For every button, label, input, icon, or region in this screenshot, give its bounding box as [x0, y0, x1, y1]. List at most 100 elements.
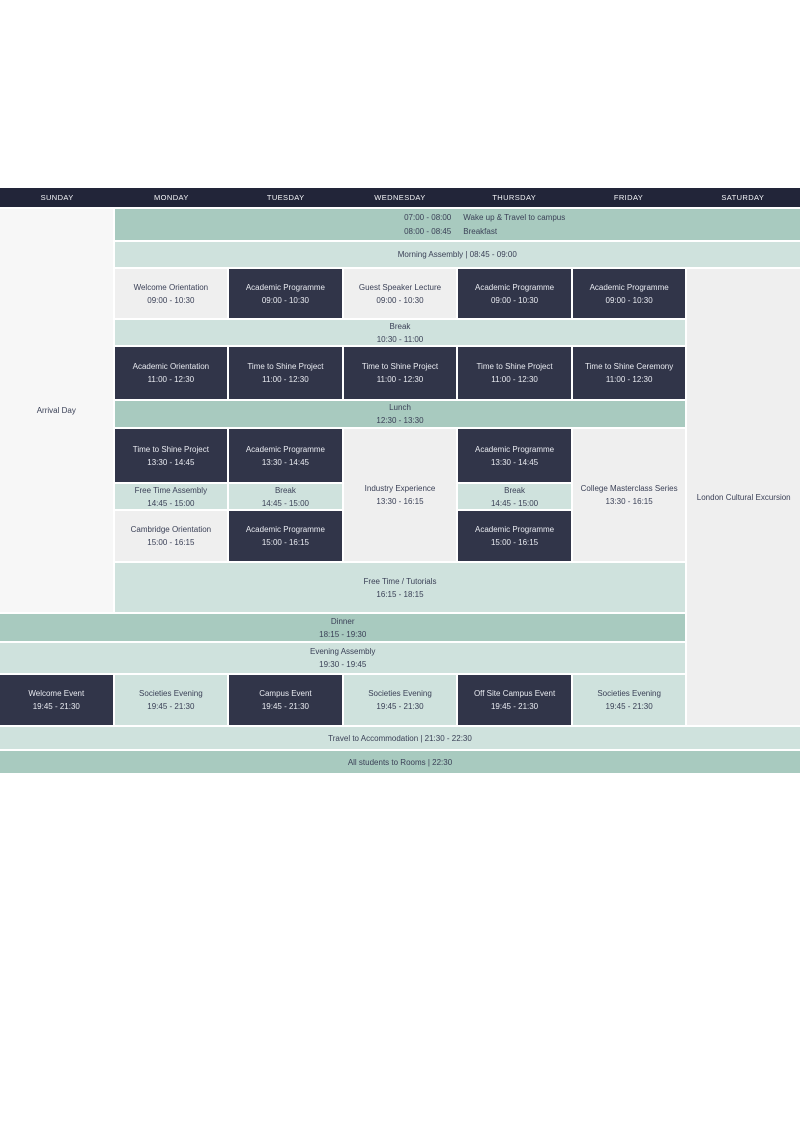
- event-time: 15:00 - 16:15: [261, 538, 309, 547]
- event-time: 13:30 - 16:15: [605, 497, 653, 506]
- band-time: 16:15 - 18:15: [376, 589, 424, 599]
- event-friday-college-masterclass: College Masterclass Series 13:30 - 16:15: [572, 429, 686, 561]
- event-tuesday-1945: Campus Event 19:45 - 21:30: [229, 675, 342, 725]
- day-header-row: SUNDAY MONDAY TUESDAY WEDNESDAY THURSDAY…: [0, 188, 800, 207]
- weekly-schedule-grid: SUNDAY MONDAY TUESDAY WEDNESDAY THURSDAY…: [0, 188, 800, 773]
- event-time: 19:45 - 21:30: [32, 702, 80, 711]
- event-time: 13:30 - 16:15: [376, 497, 424, 506]
- event-tuesday-1330: Academic Programme 13:30 - 14:45: [229, 429, 342, 482]
- event-monday-1500: Cambridge Orientation 15:00 - 16:15: [114, 511, 228, 561]
- event-title: Guest Speaker Lecture: [358, 282, 442, 292]
- event-time: 19:45 - 21:30: [261, 702, 309, 711]
- event-title: Academic Programme: [245, 282, 325, 292]
- event-tuesday-1100: Time to Shine Project 11:00 - 12:30: [229, 347, 342, 399]
- event-time: 13:30 - 14:45: [490, 457, 539, 467]
- event-wednesday-0900: Guest Speaker Lecture 09:00 - 10:30: [343, 269, 457, 318]
- day-header-friday: FRIDAY: [613, 193, 644, 202]
- event-title: Time to Shine Project: [476, 362, 553, 371]
- band-title: Dinner: [330, 616, 355, 626]
- day-header-tuesday: TUESDAY: [266, 193, 305, 202]
- event-time: 14:45 - 15:00: [147, 498, 195, 508]
- event-friday-1945: Societies Evening 19:45 - 21:30: [572, 675, 686, 725]
- event-wednesday-industry-experience: Industry Experience 13:30 - 16:15: [343, 429, 457, 561]
- day-header-wednesday: WEDNESDAY: [374, 193, 426, 202]
- event-time: 09:00 - 10:30: [147, 295, 195, 305]
- event-time: 19:45 - 21:30: [376, 702, 424, 711]
- travel-label: Travel to Accommodation | 21:30 - 22:30: [328, 733, 472, 743]
- event-title: Societies Evening: [368, 689, 432, 698]
- band-time: 10:30 - 11:00: [376, 334, 424, 344]
- event-sunday-1945: Welcome Event 19:45 - 21:30: [0, 675, 113, 725]
- event-thursday-0900: Academic Programme 09:00 - 10:30: [458, 269, 571, 318]
- event-title: Free Time Assembly: [134, 485, 208, 495]
- band-title: Evening Assembly: [310, 647, 376, 656]
- event-title: Off Site Campus Event: [473, 689, 556, 698]
- morning-assembly-label: Morning Assembly | 08:45 - 09:00: [397, 250, 517, 259]
- event-time: 11:00 - 12:30: [262, 375, 309, 384]
- event-time: 13:30 - 14:45: [147, 457, 195, 467]
- event-thursday-1100: Time to Shine Project 11:00 - 12:30: [458, 347, 571, 399]
- event-title: Time to Shine Ceremony: [585, 362, 674, 371]
- band-title: Lunch: [389, 403, 411, 412]
- event-time: 15:00 - 16:15: [490, 538, 539, 547]
- event-tuesday-0900: Academic Programme 09:00 - 10:30: [229, 269, 342, 318]
- event-tuesday-1445: Break 14:45 - 15:00: [229, 484, 342, 509]
- band-free-time-tutorials: Free Time / Tutorials 16:15 - 18:15: [114, 563, 686, 612]
- band-time: 19:30 - 19:45: [319, 660, 367, 669]
- event-title: Break: [504, 485, 526, 495]
- band-break-am: Break 10:30 - 11:00: [114, 320, 686, 345]
- event-time: 14:45 - 15:00: [490, 498, 539, 508]
- event-title: Time to Shine Project: [247, 362, 324, 371]
- event-monday-1445: Free Time Assembly 14:45 - 15:00: [114, 484, 228, 509]
- event-time: 11:00 - 12:30: [605, 375, 653, 384]
- event-title: Academic Programme: [474, 444, 555, 454]
- event-thursday-1945: Off Site Campus Event 19:45 - 21:30: [458, 675, 571, 725]
- event-time: 15:00 - 16:15: [147, 538, 195, 547]
- event-time: 19:45 - 21:30: [147, 702, 195, 711]
- breakfast-label: Breakfast: [463, 227, 498, 236]
- band-wake-breakfast: 07:00 - 08:00 Wake up & Travel to campus…: [114, 209, 800, 240]
- band-morning-assembly: Morning Assembly | 08:45 - 09:00: [114, 242, 800, 267]
- event-monday-1945: Societies Evening 19:45 - 21:30: [114, 675, 228, 725]
- event-title: Time to Shine Project: [132, 444, 209, 454]
- band-time: 12:30 - 13:30: [376, 416, 424, 425]
- event-title: Societies Evening: [597, 689, 661, 698]
- event-thursday-1500: Academic Programme 15:00 - 16:15: [458, 511, 571, 561]
- event-title: Welcome Event: [28, 689, 85, 698]
- band-evening-assembly: Evening Assembly 19:30 - 19:45: [0, 643, 686, 673]
- event-time: 19:45 - 21:30: [605, 702, 653, 711]
- event-title: Academic Orientation: [132, 362, 210, 371]
- event-tuesday-1500: Academic Programme 15:00 - 16:15: [229, 511, 342, 561]
- band-title: Free Time / Tutorials: [363, 576, 437, 586]
- event-title: Time to Shine Project: [361, 362, 439, 371]
- event-title: Welcome Orientation: [133, 282, 209, 292]
- event-time: 09:00 - 10:30: [490, 295, 539, 305]
- event-monday-0900: Welcome Orientation 09:00 - 10:30: [114, 269, 228, 318]
- wake-time: 07:00 - 08:00: [404, 213, 452, 222]
- event-friday-0900: Academic Programme 09:00 - 10:30: [572, 269, 686, 318]
- rooms-label: All students to Rooms | 22:30: [347, 757, 453, 767]
- event-title: Academic Programme: [474, 525, 555, 534]
- event-title: Campus Event: [259, 689, 312, 698]
- event-title: Cambridge Orientation: [130, 525, 212, 534]
- event-title: Academic Programme: [474, 282, 555, 292]
- band-dinner: Dinner 18:15 - 19:30: [0, 614, 686, 641]
- arrival-day-label: Arrival Day: [36, 406, 76, 415]
- event-title: Industry Experience: [364, 484, 436, 493]
- event-time: 13:30 - 14:45: [261, 457, 309, 467]
- event-thursday-1330: Academic Programme 13:30 - 14:45: [458, 429, 571, 482]
- day-header-monday: MONDAY: [154, 193, 189, 202]
- event-time: 11:00 - 12:30: [491, 375, 538, 384]
- day-header-saturday: SATURDAY: [721, 193, 765, 202]
- event-time: 09:00 - 10:30: [605, 295, 653, 305]
- day-header-thursday: THURSDAY: [492, 193, 537, 202]
- event-monday-1330: Time to Shine Project 13:30 - 14:45: [114, 429, 228, 482]
- event-thursday-1445: Break 14:45 - 15:00: [458, 484, 571, 509]
- block-saturday-london-excursion: London Cultural Excursion: [687, 269, 800, 725]
- band-lunch: Lunch 12:30 - 13:30: [114, 401, 686, 427]
- event-friday-1100: Time to Shine Ceremony 11:00 - 12:30: [572, 347, 686, 399]
- event-title: Break: [274, 485, 296, 495]
- band-title: Break: [389, 321, 411, 331]
- event-time: 09:00 - 10:30: [376, 295, 424, 305]
- wake-label: Wake up & Travel to campus: [463, 213, 566, 222]
